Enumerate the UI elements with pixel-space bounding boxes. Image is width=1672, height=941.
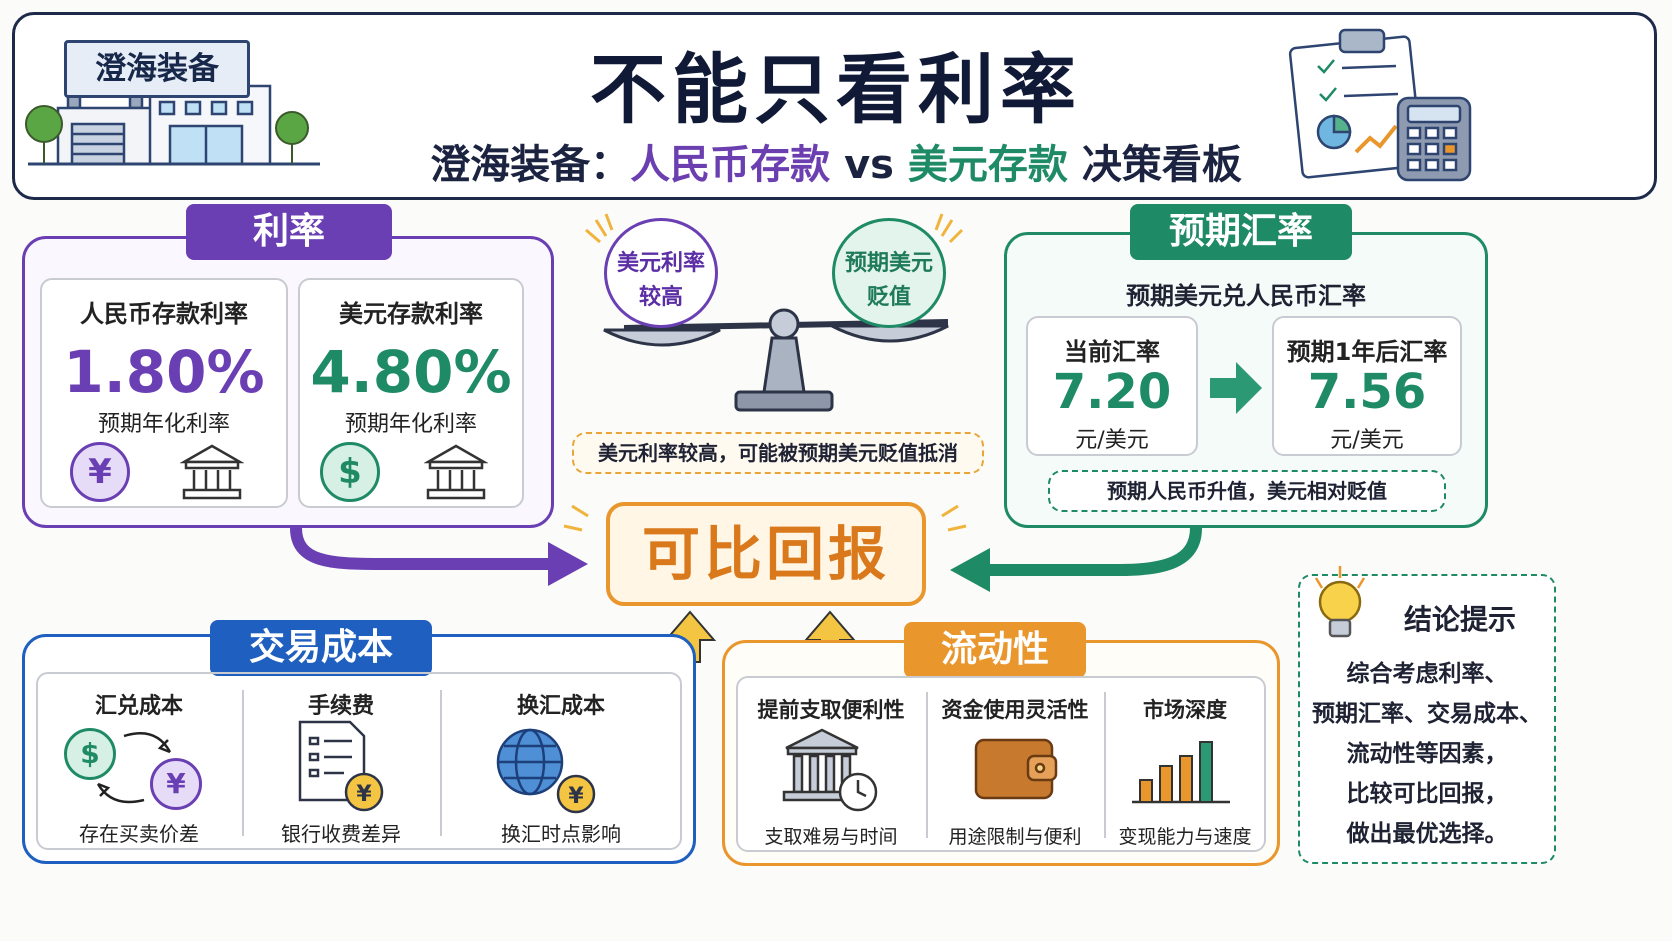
subtitle-prefix: 澄海装备： bbox=[430, 142, 631, 188]
comparable-return-box: 可比回报 bbox=[606, 502, 926, 606]
subtitle-rmb: 人民币存款 bbox=[630, 142, 831, 188]
bank-icon bbox=[424, 444, 488, 500]
conclusion-text: 综合考虑利率、 预期汇率、交易成本、 流动性等因素， 比较可比回报， 做出最优选… bbox=[1298, 654, 1556, 854]
scale-note: 美元利率较高，可能被预期美元贬值抵消 bbox=[572, 432, 984, 474]
conclusion-line: 流动性等因素， bbox=[1346, 741, 1508, 767]
cost-divider bbox=[440, 690, 442, 836]
bank-icon bbox=[180, 444, 244, 500]
usd-rate-note: 预期年化利率 bbox=[344, 412, 477, 437]
cost-item-title: 汇兑成本 bbox=[94, 694, 183, 719]
yuan-icon: ¥ bbox=[150, 758, 202, 810]
liquidity-item-caption: 用途限制与便利 bbox=[948, 826, 1082, 848]
fx-heading: 预期美元兑人民币汇率 bbox=[1126, 282, 1366, 310]
liquidity-item-title: 市场深度 bbox=[1143, 698, 1227, 722]
liquidity-item-caption: 变现能力与速度 bbox=[1118, 826, 1252, 848]
subtitle-usd: 美元存款 bbox=[907, 142, 1068, 188]
fx-tag: 预期汇率 bbox=[1130, 204, 1352, 260]
conclusion-line: 预期汇率、交易成本、 bbox=[1312, 701, 1542, 727]
liquidity-divider bbox=[926, 692, 928, 838]
conclusion-title: 结论提示 bbox=[1403, 603, 1516, 636]
scale-left-bubble: 美元利率较高 bbox=[604, 218, 718, 328]
fx-note: 预期人民币升值，美元相对贬值 bbox=[1048, 470, 1446, 512]
rmb-rate-card: 人民币存款利率 1.80% 预期年化利率 ¥ bbox=[40, 278, 288, 508]
dollar-icon: $ bbox=[320, 442, 380, 502]
scale-right-bubble: 预期美元贬值 bbox=[832, 218, 946, 328]
subtitle-vs: vs bbox=[830, 142, 908, 188]
future-rate-unit: 元/美元 bbox=[1330, 428, 1404, 453]
future-rate-value: 7.56 bbox=[1307, 364, 1427, 420]
rmb-rate-title: 人民币存款利率 bbox=[80, 300, 248, 328]
current-rate-card: 当前汇率 7.20 元/美元 bbox=[1026, 316, 1198, 456]
cost-item-title: 手续费 bbox=[307, 694, 374, 719]
current-rate-unit: 元/美元 bbox=[1075, 428, 1149, 453]
rmb-rate-value: 1.80% bbox=[63, 338, 265, 406]
interest-tag: 利率 bbox=[186, 204, 392, 260]
usd-rate-title: 美元存款利率 bbox=[339, 300, 483, 328]
dollar-icon: $ bbox=[64, 728, 116, 780]
rmb-rate-note: 预期年化利率 bbox=[97, 412, 230, 437]
liquidity-item-caption: 支取难易与时间 bbox=[764, 826, 898, 848]
usd-rate-card: 美元存款利率 4.80% 预期年化利率 $ bbox=[298, 278, 524, 508]
cost-card bbox=[36, 672, 682, 850]
page-title: 不能只看利率 bbox=[590, 45, 1082, 134]
cost-divider bbox=[242, 690, 244, 836]
cost-item-caption: 银行收费差异 bbox=[281, 822, 401, 846]
liquidity-divider bbox=[1104, 692, 1106, 838]
cost-item-caption: 换汇时点影响 bbox=[501, 822, 621, 846]
current-rate-title: 当前汇率 bbox=[1064, 338, 1160, 366]
liquidity-item-title: 提前支取便利性 bbox=[757, 698, 905, 722]
conclusion-line: 做出最优选择。 bbox=[1346, 821, 1508, 847]
current-rate-value: 7.20 bbox=[1052, 364, 1172, 420]
liquidity-item-title: 资金使用灵活性 bbox=[941, 698, 1089, 722]
yuan-icon: ¥ bbox=[70, 442, 130, 502]
future-rate-card: 预期1年后汇率 7.56 元/美元 bbox=[1272, 316, 1462, 456]
conclusion-line: 综合考虑利率、 bbox=[1346, 661, 1508, 687]
future-rate-title: 预期1年后汇率 bbox=[1286, 338, 1448, 366]
usd-rate-value: 4.80% bbox=[310, 338, 512, 406]
company-sign: 澄海装备 bbox=[64, 40, 250, 98]
cost-item-caption: 存在买卖价差 bbox=[79, 822, 199, 846]
subtitle-suffix: 决策看板 bbox=[1067, 142, 1242, 188]
liquidity-tag: 流动性 bbox=[904, 622, 1086, 678]
cost-item-title: 换汇成本 bbox=[516, 694, 605, 719]
conclusion-line: 比较可比回报， bbox=[1346, 781, 1508, 807]
page-subtitle: 澄海装备：人民币存款 vs 美元存款 决策看板 bbox=[0, 132, 1672, 190]
cost-tag: 交易成本 bbox=[210, 620, 432, 676]
